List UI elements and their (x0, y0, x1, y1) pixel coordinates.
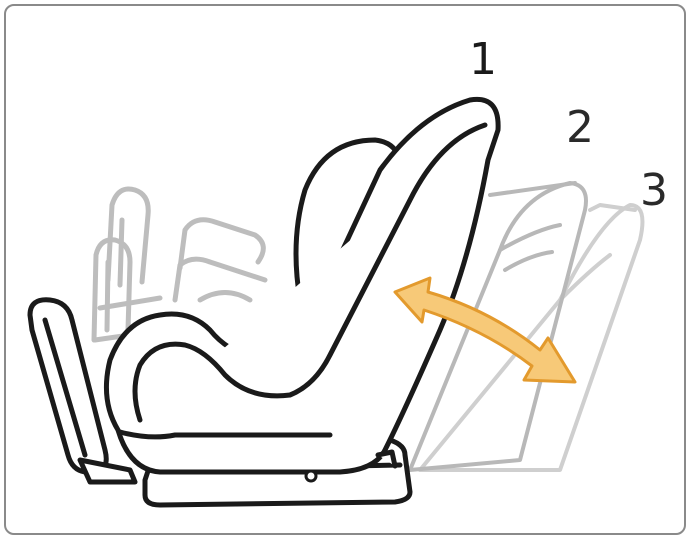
position-label-3: 3 (640, 165, 668, 216)
position-label-2: 2 (566, 102, 594, 153)
position-label-1: 1 (469, 34, 497, 85)
base-screw-icon (306, 471, 316, 481)
seat-position-1-upright (106, 99, 498, 472)
